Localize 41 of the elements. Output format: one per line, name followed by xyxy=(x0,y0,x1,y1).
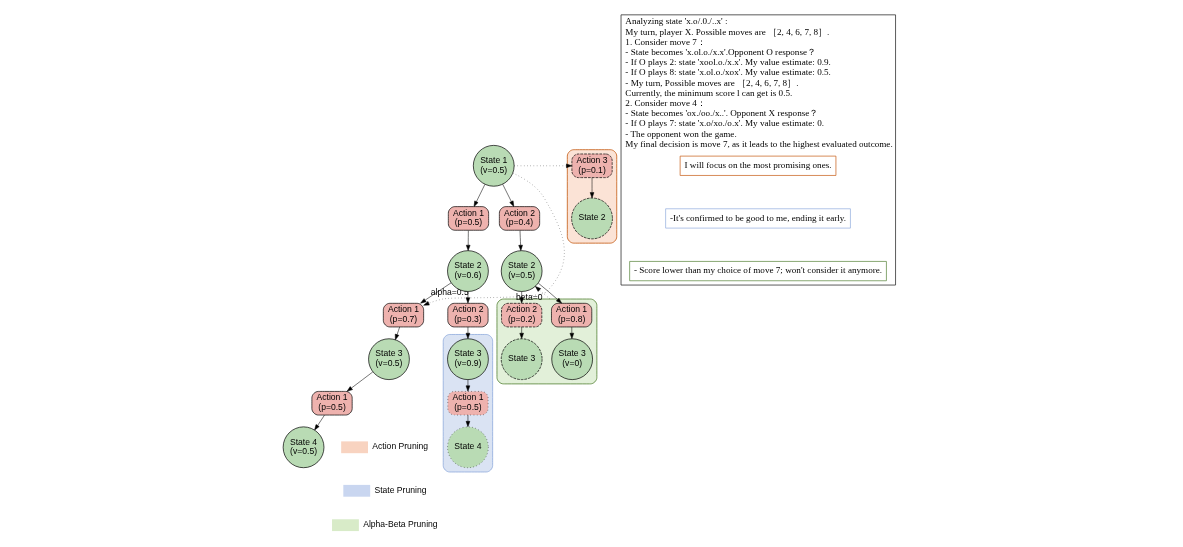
arrow xyxy=(420,282,452,304)
arrow xyxy=(473,184,486,207)
arrow xyxy=(538,282,562,304)
node-box: Action 1 (p=0.5) xyxy=(311,391,353,416)
edge-label: beta=0 xyxy=(516,291,543,302)
arrow xyxy=(466,230,471,251)
legend-label: State Pruning xyxy=(374,484,427,495)
node-box: Action 1 (p=0.8) xyxy=(551,302,593,328)
node-box: Action 1 (p=0.5) xyxy=(448,206,489,231)
node-circle: State 3 (v=0) xyxy=(551,338,593,380)
arrow xyxy=(465,291,471,304)
node-circle: State 2 xyxy=(571,197,613,240)
node-box: Action 1 (p=0.5) xyxy=(447,391,489,416)
legend-label: Alpha-Beta Pruning xyxy=(363,519,438,530)
legend-label: Action Pruning xyxy=(372,441,429,452)
arrow xyxy=(569,326,574,339)
node-circle: State 3 (v=0.9) xyxy=(447,338,489,380)
arrow xyxy=(395,326,400,341)
arrow xyxy=(502,183,515,207)
arrow xyxy=(514,163,573,168)
node-box: -It's confirmed to be good to me, ending it early. xyxy=(665,208,851,229)
arrow xyxy=(519,326,524,339)
node-box: Action 2 (p=0.2) xyxy=(501,302,543,328)
arrow xyxy=(346,371,374,392)
node-box: Action 2 (p=0.3) xyxy=(447,302,489,328)
node-circle: State 4 xyxy=(447,426,489,469)
arrow xyxy=(589,177,595,199)
node-box: I will focus on the most promising ones. xyxy=(679,155,837,176)
arrow xyxy=(465,414,471,427)
node-circle: State 3 (v=0.5) xyxy=(368,338,410,380)
arrow xyxy=(518,230,523,251)
node-circle: State 1 (v=0.5) xyxy=(472,145,515,187)
node-circle: State 3 xyxy=(500,338,543,380)
node-box: Action 3 (p=0.1) xyxy=(571,153,613,178)
node-box: - Score lower than my choice of move 7; won't consider it anymore. xyxy=(629,261,887,282)
node-box: Action 1 (p=0.7) xyxy=(383,302,424,328)
node-box: Action 2 (p=0.4) xyxy=(499,206,540,231)
arrow xyxy=(314,414,325,431)
arrow xyxy=(535,286,551,300)
arrow xyxy=(465,326,471,339)
arrow xyxy=(465,379,471,392)
